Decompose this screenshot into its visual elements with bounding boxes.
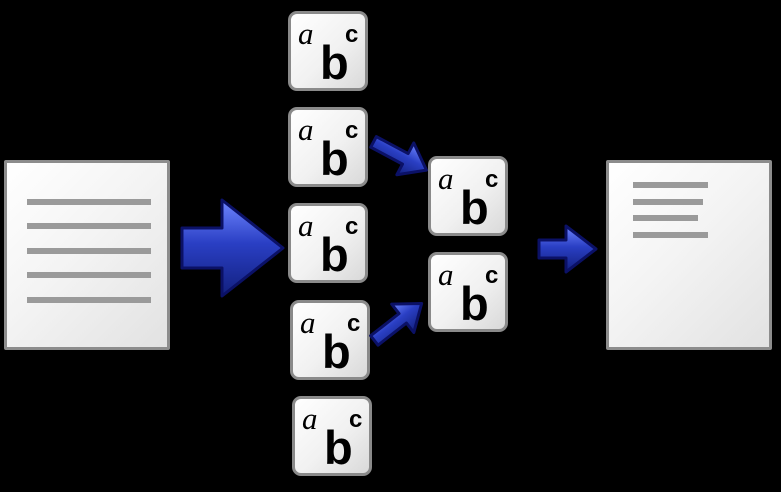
token-tile-4: a b c [290, 300, 370, 380]
text-line [27, 297, 151, 303]
text-line [633, 232, 708, 238]
token-tile-5: a b c [292, 396, 372, 476]
glyph-a: a [300, 305, 316, 340]
glyph-b: b [320, 36, 349, 89]
glyph-b: b [460, 181, 489, 234]
glyph-a: a [302, 401, 318, 436]
selected-tile-1: a b c [428, 156, 508, 236]
text-line [633, 199, 703, 205]
glyph-a: a [298, 208, 314, 243]
glyph-a: a [298, 16, 314, 51]
glyph-b: b [460, 277, 489, 330]
token-tile-3: a b c [288, 203, 368, 283]
glyph-b: b [320, 132, 349, 185]
glyph-b: b [320, 228, 349, 281]
result-document-icon [606, 160, 772, 350]
selected-tile-2: a b c [428, 252, 508, 332]
token-tile-2: a b c [288, 107, 368, 187]
glyph-b: b [324, 421, 353, 474]
glyph-b: b [322, 325, 351, 378]
token-tile-1: a b c [288, 11, 368, 91]
text-line [27, 248, 151, 254]
glyph-a: a [298, 112, 314, 147]
glyph-c: c [345, 213, 359, 240]
arrow-right-icon [180, 198, 285, 298]
glyph-c: c [345, 117, 359, 144]
glyph-a: a [438, 257, 454, 292]
arrow-right-icon [537, 224, 598, 274]
glyph-c: c [349, 406, 363, 433]
text-line [27, 272, 151, 278]
arrow-right-icon [369, 135, 428, 177]
glyph-c: c [485, 166, 499, 193]
glyph-c: c [347, 310, 361, 337]
text-line [27, 223, 151, 229]
glyph-a: a [438, 161, 454, 196]
text-line [633, 182, 708, 188]
source-document-icon [4, 160, 170, 350]
text-line [27, 199, 151, 205]
glyph-c: c [485, 262, 499, 289]
arrow-right-icon [369, 302, 424, 347]
text-line [633, 215, 698, 221]
glyph-c: c [345, 21, 359, 48]
